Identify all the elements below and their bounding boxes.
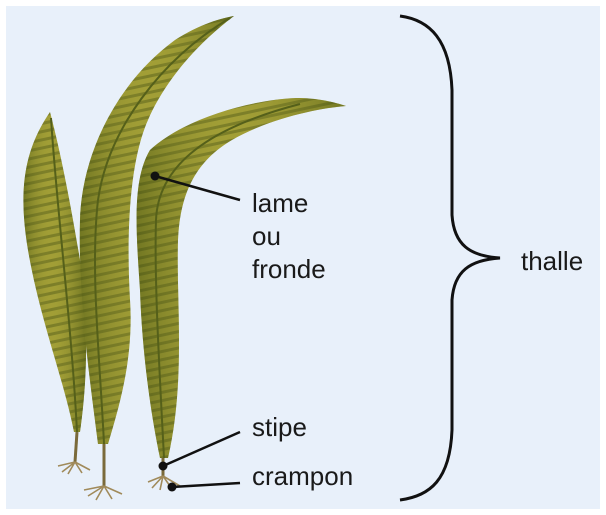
label-fronde: fronde bbox=[252, 253, 326, 286]
label-lame: lame bbox=[252, 187, 326, 220]
label-crampon: crampon bbox=[252, 463, 353, 489]
label-thalle: thalle bbox=[521, 248, 583, 274]
dot-lame bbox=[151, 172, 160, 181]
dot-crampon bbox=[168, 483, 177, 492]
label-lame-ou-fronde: lame ou fronde bbox=[252, 187, 326, 286]
thalle-brace bbox=[400, 16, 500, 500]
label-stipe: stipe bbox=[252, 414, 307, 440]
dot-stipe bbox=[159, 462, 168, 471]
leader-line-crampon bbox=[172, 483, 240, 487]
leader-line-stipe bbox=[163, 432, 240, 466]
label-ou: ou bbox=[252, 220, 326, 253]
stipes bbox=[75, 432, 163, 486]
frond-left bbox=[23, 112, 86, 432]
